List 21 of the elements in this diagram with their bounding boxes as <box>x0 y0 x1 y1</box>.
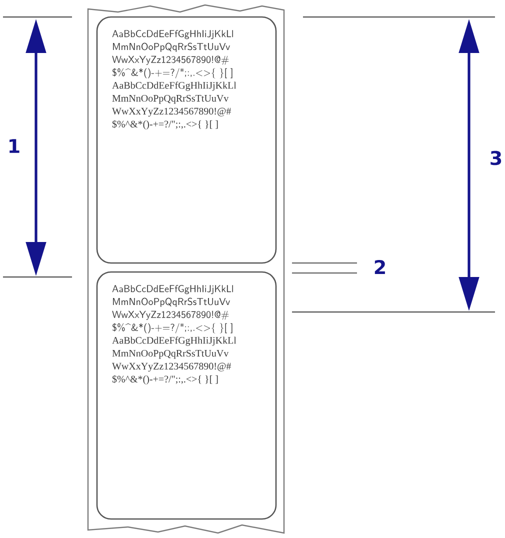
sample-text: AaBbCcDdEeFfGgHhIiJjKkLl <box>112 82 236 91</box>
sample-text: WwXxYyZz1234567890!@# <box>112 310 229 320</box>
sample-text: WwXxYyZz1234567890!@# <box>112 56 229 65</box>
sample-text: AaBbCcDdEeFfGgHhIiJjKkLl <box>112 285 233 294</box>
sample-text: AaBbCcDdEeFfGgHhIiJjKkLl <box>112 336 236 346</box>
dimension-number: 1 <box>10 139 20 153</box>
sample-text: MmNnOoPpQqRrSsTtUuVv <box>112 350 229 359</box>
dimension-number: 3 <box>490 150 502 166</box>
sample-text: $%^&*()-+=?/";:,.<>{ }[ ] <box>112 120 218 130</box>
sample-text: WwXxYyZz1234567890!@# <box>112 108 231 117</box>
sample-text: MmNnOoPpQqRrSsTtUuVv <box>113 298 230 307</box>
sample-text: $%^&*()-+=?/";:,.<>{ }[ ] <box>112 375 218 384</box>
sample-text: $%^&*()-+=?/";:,.<>{ }[ ] <box>112 323 232 334</box>
sample-text: WwXxYyZz1234567890!@# <box>112 362 231 372</box>
sample-text: AaBbCcDdEeFfGgHhIiJjKkLl <box>112 30 233 40</box>
sample-text: MmNnOoPpQqRrSsTtUuVv <box>112 94 229 104</box>
label <box>96 16 277 264</box>
label <box>96 271 277 520</box>
dimension-number: 2 <box>374 260 385 274</box>
sample-text: MmNnOoPpQqRrSsTtUuVv <box>113 42 230 52</box>
sample-text: $%^&*()-+=?/";:,.<>{ }[ ] <box>112 68 232 78</box>
